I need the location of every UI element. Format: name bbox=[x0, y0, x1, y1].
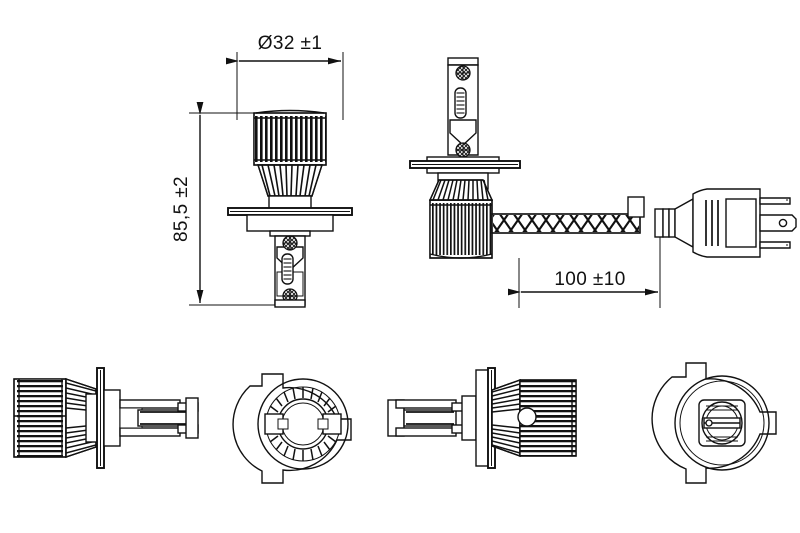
cable-clip bbox=[627, 196, 645, 218]
view-base-rear bbox=[651, 362, 777, 484]
dimension-label-length: 85,5 ±2 bbox=[171, 176, 192, 242]
dimension-label-cable: 100 ±10 bbox=[554, 269, 625, 290]
heatsink bbox=[253, 109, 327, 210]
heatsink bbox=[428, 179, 494, 259]
connector-pins bbox=[759, 197, 797, 249]
h4-bayonet-base bbox=[274, 235, 306, 308]
mounting-flange bbox=[227, 207, 353, 237]
view-side-elevation: 100 ±10 bbox=[409, 57, 797, 308]
cable-port bbox=[517, 407, 537, 427]
view-right-profile bbox=[387, 367, 577, 469]
view-left-profile bbox=[13, 367, 199, 469]
three-pin-connector bbox=[654, 188, 797, 258]
h4-bayonet-base-inverted bbox=[447, 57, 479, 158]
connector-face bbox=[725, 198, 757, 248]
dimension-label-diameter: Ø32 ±1 bbox=[258, 33, 323, 54]
view-base-front bbox=[232, 373, 352, 484]
braided-driver-cable bbox=[491, 196, 645, 234]
view-front-elevation: Ø32 ±1 85,5 ±2 bbox=[171, 33, 353, 308]
